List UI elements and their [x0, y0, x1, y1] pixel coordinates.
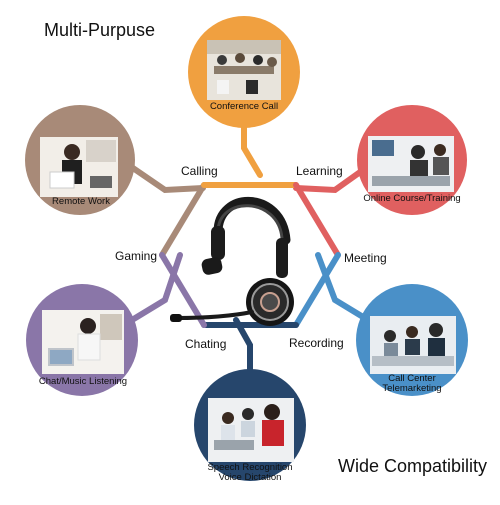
label-meeting: Meeting	[344, 251, 387, 265]
label-recording: Recording	[289, 336, 344, 350]
caption-online-course: Online Course/Training	[363, 193, 461, 204]
label-learning: Learning	[296, 164, 343, 178]
bubble-chat	[26, 284, 138, 396]
caption-speech-recognition: Speech Recognition	[207, 462, 293, 473]
caption-remote-work: Remote Work	[52, 196, 110, 207]
connector-brown	[127, 163, 206, 194]
caption-chat-music: Chat/Music Listening	[38, 376, 128, 387]
connector-red	[293, 162, 373, 194]
caption-call-center: Call Center	[388, 373, 436, 384]
connector-navy	[233, 317, 253, 373]
hex-edge-bottom-left	[159, 252, 207, 328]
connector-purple	[129, 252, 183, 323]
label-calling: Calling	[181, 164, 218, 178]
bubble-online	[357, 105, 467, 215]
connector-blue	[315, 252, 371, 323]
connectors	[127, 117, 373, 373]
hex-edge-bottom-right	[293, 252, 341, 328]
hex-edge-top-left	[159, 182, 207, 258]
caption-voice-dictation: Voice Dictation	[218, 472, 282, 483]
bubble-speech	[194, 369, 306, 481]
bubble-conference	[188, 16, 300, 128]
caption-conference-call: Conference Call	[209, 101, 279, 112]
hex-edge-top-right	[293, 182, 341, 258]
bubble-callcenter	[356, 284, 468, 396]
caption-telemarketing: Telemarketing	[382, 383, 442, 394]
connector-orange	[241, 117, 263, 178]
headset-illustration	[170, 196, 294, 326]
label-chating: Chating	[185, 337, 227, 351]
title-wide-compatibility: Wide Compatibility	[338, 456, 488, 476]
bubble-remote	[25, 105, 135, 215]
label-gaming: Gaming	[115, 249, 158, 263]
title-multi-purpose: Multi-Purpuse	[44, 20, 156, 40]
